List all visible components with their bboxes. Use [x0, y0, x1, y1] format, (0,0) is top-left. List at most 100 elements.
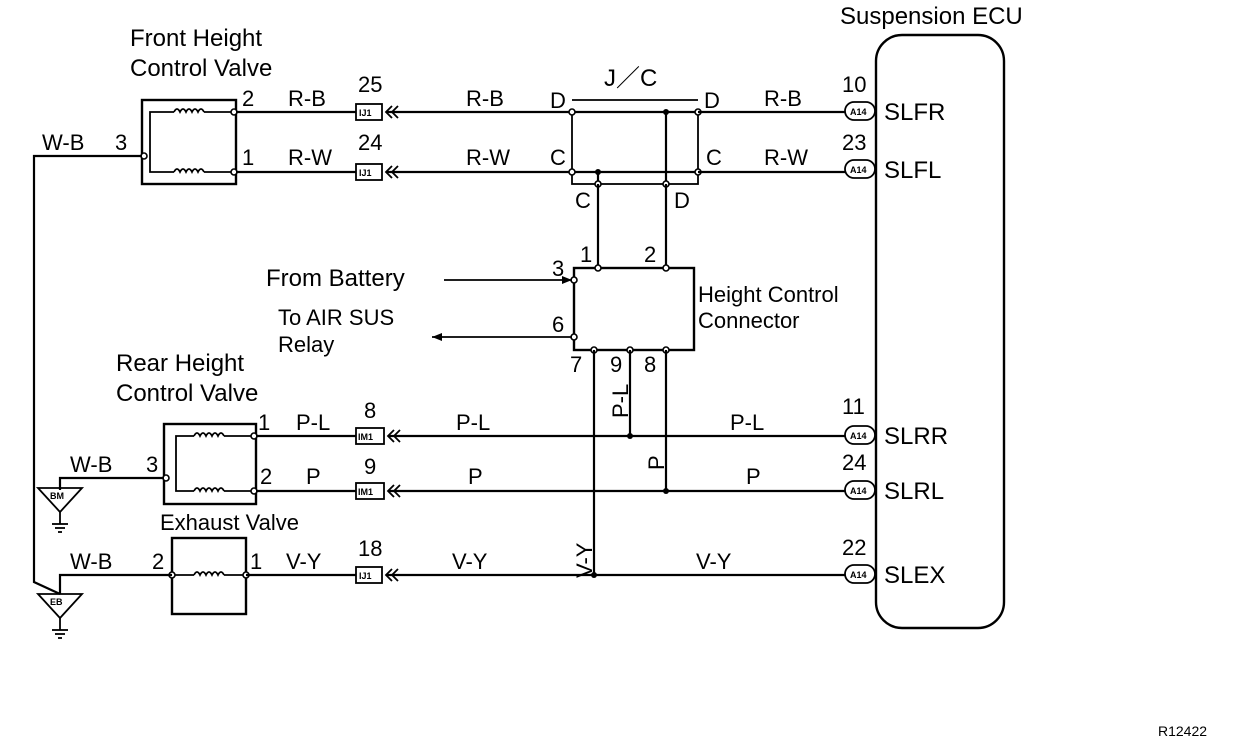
jc-pin-d-bottom: D: [674, 188, 690, 213]
ecu-pin-slrl: 24 A14 SLRL: [842, 450, 944, 505]
ground-triangle: [35, 593, 85, 620]
ecu-pin-number: 11: [842, 394, 865, 419]
connector-code: IJ1: [359, 168, 372, 178]
front-valve-box: [140, 98, 238, 186]
hcc-pin-2: 2: [644, 242, 656, 267]
from-battery-label: From Battery: [266, 265, 405, 292]
wire-label-rw: R-W: [764, 145, 808, 170]
connector-im1-9: 9 IM1: [355, 454, 401, 500]
front-valve-title-line1: Front Height: [130, 25, 262, 52]
rear-valve-pin-top: 1: [258, 410, 270, 435]
terminal-dot: [594, 264, 602, 272]
wire-label-pl: P-L: [456, 410, 490, 435]
wire-label-rw: R-W: [466, 145, 510, 170]
jc-pin-c-right: C: [706, 145, 722, 170]
wire-label-vy: V-Y: [696, 549, 732, 574]
exhaust-valve-pin-right: 1: [250, 549, 262, 574]
front-valve-wire-bottom: R-W: [288, 145, 332, 170]
ecu-pin-number: 22: [842, 535, 866, 560]
hcc-title-line1: Height Control: [698, 282, 839, 307]
connector-ij1-25: 25 IJ1: [355, 72, 399, 121]
jc-pin-d-left: D: [550, 88, 566, 113]
wire-label-rb: R-B: [764, 86, 802, 111]
connector-im1-8: 8 IM1: [355, 398, 401, 445]
wire-w-b-front: [32, 154, 142, 595]
arrow-right-icon: [562, 276, 572, 284]
exhaust-valve-box: [170, 536, 248, 616]
rear-valve-title-line2: Control Valve: [116, 380, 258, 407]
rear-valve-common-wire: W-B: [70, 452, 112, 477]
to-air-sus-label-line2: Relay: [278, 332, 334, 357]
jc-pin-d-right: D: [704, 88, 720, 113]
connector-ij1-24: 24 IJ1: [355, 130, 399, 181]
connector-block: [355, 163, 383, 181]
junction-dot: [595, 169, 601, 175]
wire-label-p-vertical: P: [644, 455, 669, 470]
hcc-pin-8: 8: [644, 352, 656, 377]
ecu-pin-number: 23: [842, 130, 866, 155]
wire-label-vy-vertical: V-Y: [572, 542, 597, 578]
wire-label-rb: R-B: [466, 86, 504, 111]
wire-w-b-exhaust: [58, 573, 172, 594]
wire-w-b-rear: [58, 476, 164, 490]
hcc-pin-9: 9: [610, 352, 622, 377]
connector-pin-number: 24: [358, 130, 382, 155]
wire-label-p: P: [468, 464, 483, 489]
wire-label-vy: V-Y: [452, 549, 488, 574]
ecu-pin-name: SLRR: [884, 423, 948, 450]
ecu-box: [874, 33, 1006, 630]
connector-code: A14: [850, 570, 867, 580]
ground-label: EB: [50, 597, 63, 607]
ground-bm: BM: [35, 487, 85, 533]
hcc-pin-3: 3: [552, 256, 564, 281]
connector-pin-number: 9: [364, 454, 376, 479]
connector-pin-number: 25: [358, 72, 382, 97]
jc-title: J／C: [604, 65, 657, 92]
hcc-pin-6: 6: [552, 312, 564, 337]
terminal-dot: [568, 168, 576, 176]
connector-code: IM1: [358, 487, 373, 497]
connector-code: A14: [850, 165, 867, 175]
connector-code: IM1: [358, 432, 373, 442]
connector-block: [355, 427, 385, 445]
connector-code: IJ1: [359, 571, 372, 581]
arrow-left-icon: [432, 333, 442, 341]
connector-code: A14: [850, 431, 867, 441]
ecu-pin-name: SLEX: [884, 562, 945, 589]
exhaust-valve-pin-left: 2: [152, 549, 164, 574]
junction-dot: [663, 109, 669, 115]
connector-block: [355, 566, 383, 584]
jc-pin-c-bottom: C: [575, 188, 591, 213]
ecu-pin-number: 10: [842, 72, 866, 97]
hcc-pin-1: 1: [580, 242, 592, 267]
to-air-sus-label-line1: To AIR SUS: [278, 305, 394, 330]
exhaust-valve-title: Exhaust Valve: [160, 510, 299, 535]
connector-block: [355, 103, 383, 121]
hcc-title-line2: Connector: [698, 308, 800, 333]
hcc-box: [572, 266, 696, 352]
jc-box: [571, 111, 699, 185]
ground-eb: EB: [35, 593, 85, 639]
ecu-pin-name: SLRL: [884, 478, 944, 505]
ecu-pin-name: SLFL: [884, 157, 941, 184]
rear-valve-pin-common: 3: [146, 452, 158, 477]
ground-label: BM: [50, 491, 64, 501]
front-valve-title-line2: Control Valve: [130, 55, 272, 82]
rear-valve-solenoids: [175, 432, 254, 494]
ecu-pin-name: SLFR: [884, 99, 945, 126]
front-valve-common-wire: W-B: [42, 130, 84, 155]
ground-triangle: [35, 487, 85, 514]
front-valve-wire-top: R-B: [288, 86, 326, 111]
terminal-dot: [568, 108, 576, 116]
wire-label-p: P: [746, 464, 761, 489]
connector-pin-number: 18: [358, 536, 382, 561]
terminal-dot: [662, 264, 670, 272]
ecu-title: Suspension ECU: [840, 3, 1023, 30]
connector-tag: [844, 159, 876, 179]
rear-valve-title-line1: Rear Height: [116, 350, 244, 377]
connector-pin-number: 8: [364, 398, 376, 423]
front-valve-pin-common: 3: [115, 130, 127, 155]
exhaust-valve-wire-left: W-B: [70, 549, 112, 574]
exhaust-valve-wire-right: V-Y: [286, 549, 322, 574]
connector-block: [355, 482, 385, 500]
